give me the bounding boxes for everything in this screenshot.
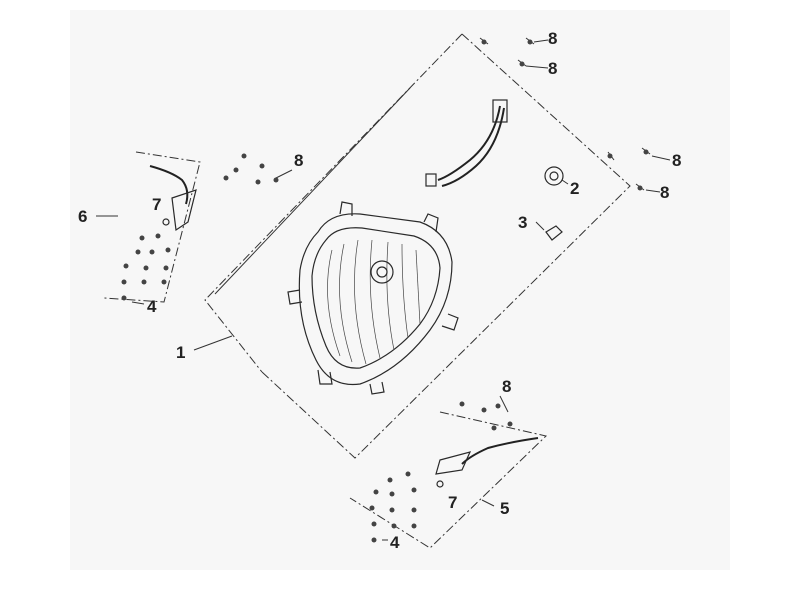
headlight-housing: [287, 201, 459, 395]
screw: [223, 175, 229, 181]
callout-5: 5: [500, 499, 509, 518]
leader-lines: [96, 39, 671, 541]
callout-8-top-a: 8: [548, 29, 557, 48]
callout-7-right: 7: [448, 493, 457, 512]
callout-4-right: 4: [390, 533, 400, 552]
screw: [517, 59, 527, 67]
callout-3: 3: [518, 213, 527, 232]
callout-4-left: 4: [147, 297, 157, 316]
screw-group-bottom: [459, 401, 513, 431]
screw: [479, 37, 489, 45]
callout-labels: 1 2 3 4 4 5 6 7 7 8 8 8 8 8 8: [78, 29, 681, 552]
screw-group-top: [479, 37, 535, 67]
screw: [233, 167, 239, 173]
screw: [607, 151, 615, 161]
left-turn-signal-assembly: [103, 151, 201, 303]
callout-8-top-b: 8: [548, 59, 557, 78]
screw-group-left: [223, 153, 279, 185]
callout-8-bottom: 8: [502, 377, 511, 396]
headlight-wiring-harness: [425, 99, 508, 187]
screw: [525, 37, 535, 45]
screw: [459, 401, 465, 407]
screw: [255, 179, 261, 185]
drawing-backdrop: [70, 10, 730, 570]
right-turn-signal-assembly: [349, 411, 548, 549]
callout-1: 1: [176, 343, 185, 362]
callout-8-right-a: 8: [672, 151, 681, 170]
bulb-part: [535, 221, 563, 241]
callout-2: 2: [570, 179, 579, 198]
screw: [481, 407, 487, 413]
callout-6: 6: [78, 207, 87, 226]
bulb-socket-part: [544, 166, 569, 186]
screw: [507, 421, 513, 427]
screw: [491, 425, 497, 431]
callout-7-left: 7: [152, 195, 161, 214]
screw: [641, 147, 651, 155]
callout-8-right-b: 8: [660, 183, 669, 202]
screw: [495, 403, 501, 409]
screw-cluster-left: [121, 233, 171, 301]
screw-cluster-right: [369, 471, 417, 543]
screw-group-right: [607, 147, 651, 191]
screw: [241, 153, 247, 159]
screw: [635, 183, 645, 191]
callout-8-left: 8: [294, 151, 303, 170]
headlight-assembly-outline: [204, 33, 631, 459]
screw: [273, 177, 279, 183]
screw: [259, 163, 265, 169]
